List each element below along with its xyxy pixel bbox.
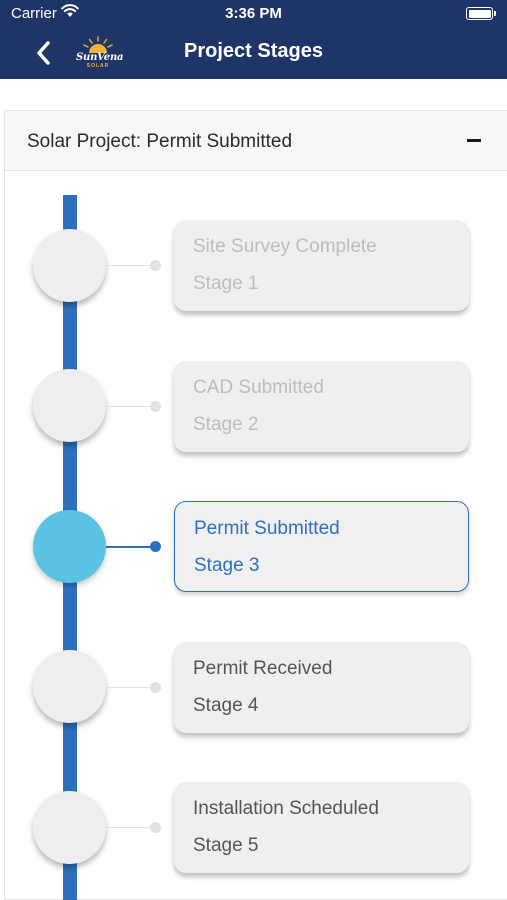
stage-number: Stage 2	[193, 414, 259, 435]
stage-card-2[interactable]: CAD Submitted Stage 2	[174, 361, 469, 452]
panel-title: Solar Project: Permit Submitted	[27, 131, 293, 152]
navigation-bar: Carrier 3:36 PM SunVena SOLAR Project St…	[0, 0, 507, 79]
stage-connector-1	[106, 265, 152, 266]
stage-number: Stage 1	[193, 273, 259, 294]
stage-number: Stage 3	[194, 555, 260, 576]
logo-subtext: SOLAR	[86, 63, 110, 69]
stage-name: Permit Received	[193, 658, 333, 679]
wifi-icon	[61, 4, 79, 17]
stage-card-4[interactable]: Permit Received Stage 4	[174, 642, 469, 733]
collapse-minus-icon[interactable]	[467, 139, 481, 142]
stage-dot-3	[150, 541, 161, 552]
sun-icon	[83, 36, 113, 53]
stage-connector-2	[106, 406, 152, 407]
clock: 3:36 PM	[225, 5, 282, 22]
stage-name: Installation Scheduled	[193, 798, 379, 819]
panel-header[interactable]: Solar Project: Permit Submitted	[5, 111, 507, 171]
stage-connector-4	[106, 687, 152, 688]
stage-node-1	[33, 229, 106, 302]
sunvena-logo: SunVena SOLAR	[76, 36, 124, 70]
stage-node-4	[33, 650, 106, 723]
stage-number: Stage 4	[193, 695, 259, 716]
status-bar: Carrier 3:36 PM	[0, 0, 507, 28]
stage-connector-5	[106, 827, 152, 828]
carrier-label: Carrier	[11, 5, 57, 22]
stage-dot-4	[150, 682, 161, 693]
back-chevron-icon[interactable]	[33, 40, 55, 66]
logo-text: SunVena	[76, 52, 124, 63]
stage-card-5[interactable]: Installation Scheduled Stage 5	[174, 782, 469, 873]
stage-card-1[interactable]: Site Survey Complete Stage 1	[174, 220, 469, 311]
stage-dot-1	[150, 260, 161, 271]
stage-dot-2	[150, 401, 161, 412]
battery-icon	[466, 7, 496, 20]
stage-dot-5	[150, 822, 161, 833]
page-title: Project Stages	[184, 40, 323, 62]
stage-node-5	[33, 791, 106, 864]
stage-card-3[interactable]: Permit Submitted Stage 3	[174, 501, 469, 592]
stage-name: Site Survey Complete	[193, 236, 377, 257]
stage-connector-3	[106, 546, 152, 548]
stage-number: Stage 5	[193, 835, 259, 856]
stage-name: Permit Submitted	[194, 518, 340, 539]
stage-node-3	[33, 510, 106, 583]
stage-node-2	[33, 369, 106, 442]
stage-name: CAD Submitted	[193, 377, 324, 398]
